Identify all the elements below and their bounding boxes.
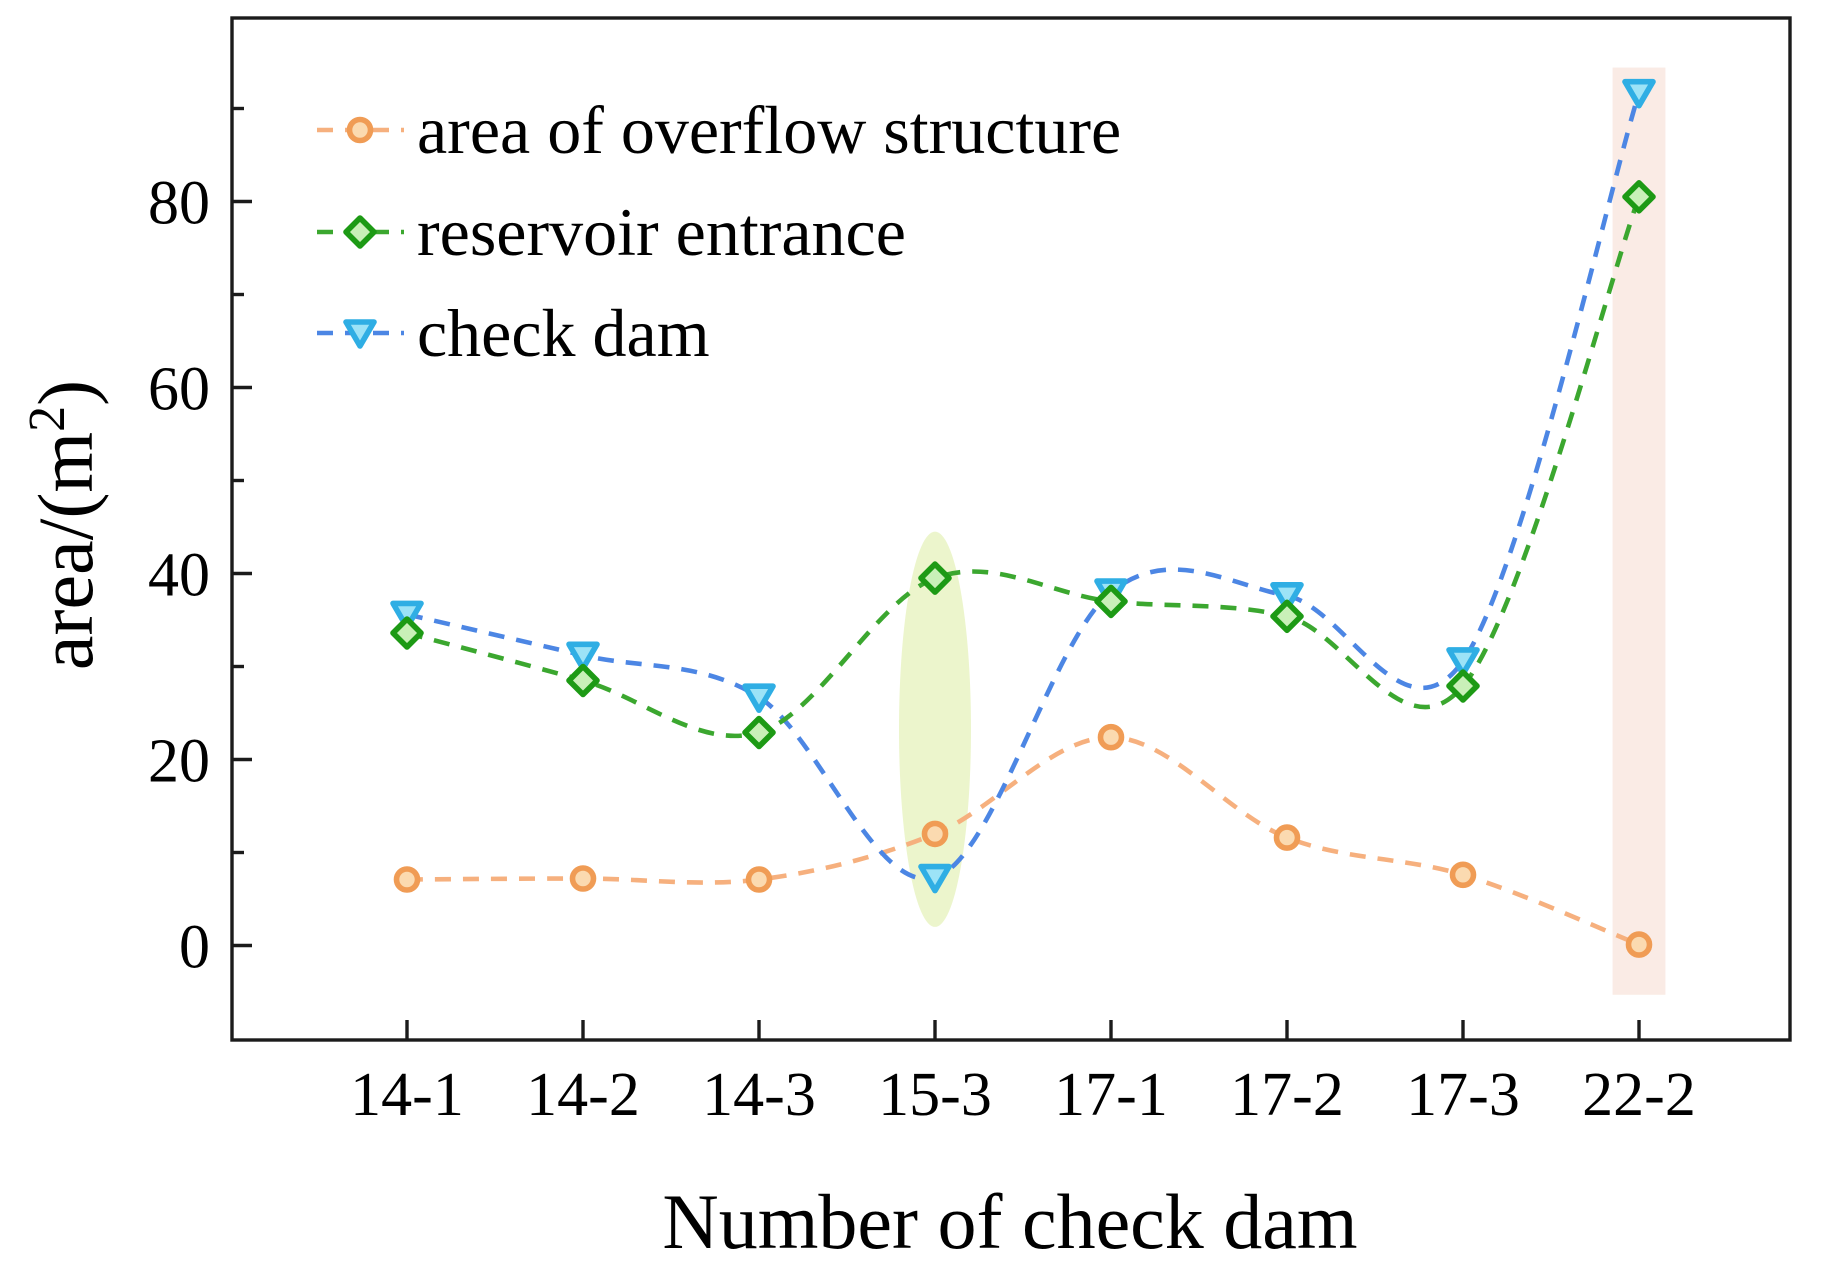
series-line-triangle-down	[406, 92, 1642, 882]
legend: area of overflow structure reservoir entr…	[317, 92, 1121, 371]
data-point-diamond	[1446, 669, 1480, 703]
data-point-triangle	[742, 683, 776, 713]
y-tick-label: 40	[148, 542, 210, 610]
x-tick-label: 14-3	[702, 1061, 816, 1129]
y-tick-label: 20	[148, 728, 210, 796]
data-point-triangle	[1270, 582, 1304, 612]
series-line-circle	[406, 734, 1640, 947]
data-point-circle	[1273, 824, 1301, 851]
x-tick-label: 14-2	[526, 1061, 640, 1129]
data-point-triangle	[918, 863, 952, 894]
data-point-diamond	[566, 663, 600, 698]
plot-frame-layer	[230, 16, 1792, 1042]
series-layer	[390, 78, 1656, 958]
x-tick-label: 22-2	[1582, 1061, 1696, 1129]
data-point-triangle	[1446, 647, 1480, 677]
legend-label: area of overflow structure	[417, 92, 1121, 168]
data-point-triangle	[390, 600, 424, 631]
legend-label: check dam	[417, 295, 710, 371]
data-point-triangle	[1622, 78, 1656, 109]
x-axis-title: Number of check dam	[662, 1178, 1357, 1265]
y-tick-label: 80	[148, 170, 210, 238]
y-tick-label: 60	[148, 356, 210, 424]
data-point-diamond	[1622, 180, 1656, 214]
x-tick-label: 17-2	[1230, 1061, 1344, 1129]
data-point-circle	[346, 116, 374, 144]
data-point-diamond	[1094, 584, 1128, 619]
highlights-layer	[899, 67, 1666, 995]
plot-frame	[230, 16, 1792, 1042]
series-line-diamond	[406, 196, 1642, 739]
x-tick-label: 15-3	[878, 1061, 992, 1129]
y-tick-label: 0	[179, 914, 210, 982]
data-point-circle	[1097, 723, 1125, 751]
highlight-ellipse-15-3	[899, 531, 971, 927]
data-point-diamond	[1270, 599, 1304, 634]
y-axis-title: area/(m2)	[19, 380, 109, 670]
data-point-diamond	[343, 215, 377, 249]
data-point-triangle	[566, 641, 600, 672]
x-tick-label: 17-1	[1054, 1061, 1168, 1129]
data-point-circle	[921, 820, 949, 848]
tick-labels-layer: 0 20 40 60 80 14-1 14-2 14-3 15-3 17-1 17-2 17-3 22-…	[148, 170, 1696, 1130]
data-point-diamond	[390, 616, 424, 650]
x-tick-label: 14-1	[350, 1061, 464, 1129]
x-tick-label: 17-3	[1406, 1061, 1520, 1129]
data-point-circle	[569, 865, 597, 892]
data-point-circle	[1449, 861, 1477, 889]
legend-label: reservoir entrance	[417, 194, 906, 270]
legend-item-2: reservoir entrance	[317, 194, 906, 270]
data-point-diamond	[918, 561, 952, 595]
data-point-triangle	[343, 319, 377, 349]
data-point-circle	[745, 866, 773, 893]
data-point-circle	[1625, 931, 1653, 958]
highlight-band-22-2	[1612, 67, 1666, 995]
data-point-diamond	[742, 715, 776, 750]
legend-item-3: check dam	[317, 295, 710, 371]
legend-item-1: area of overflow structure	[317, 92, 1121, 168]
data-point-circle	[393, 866, 421, 893]
